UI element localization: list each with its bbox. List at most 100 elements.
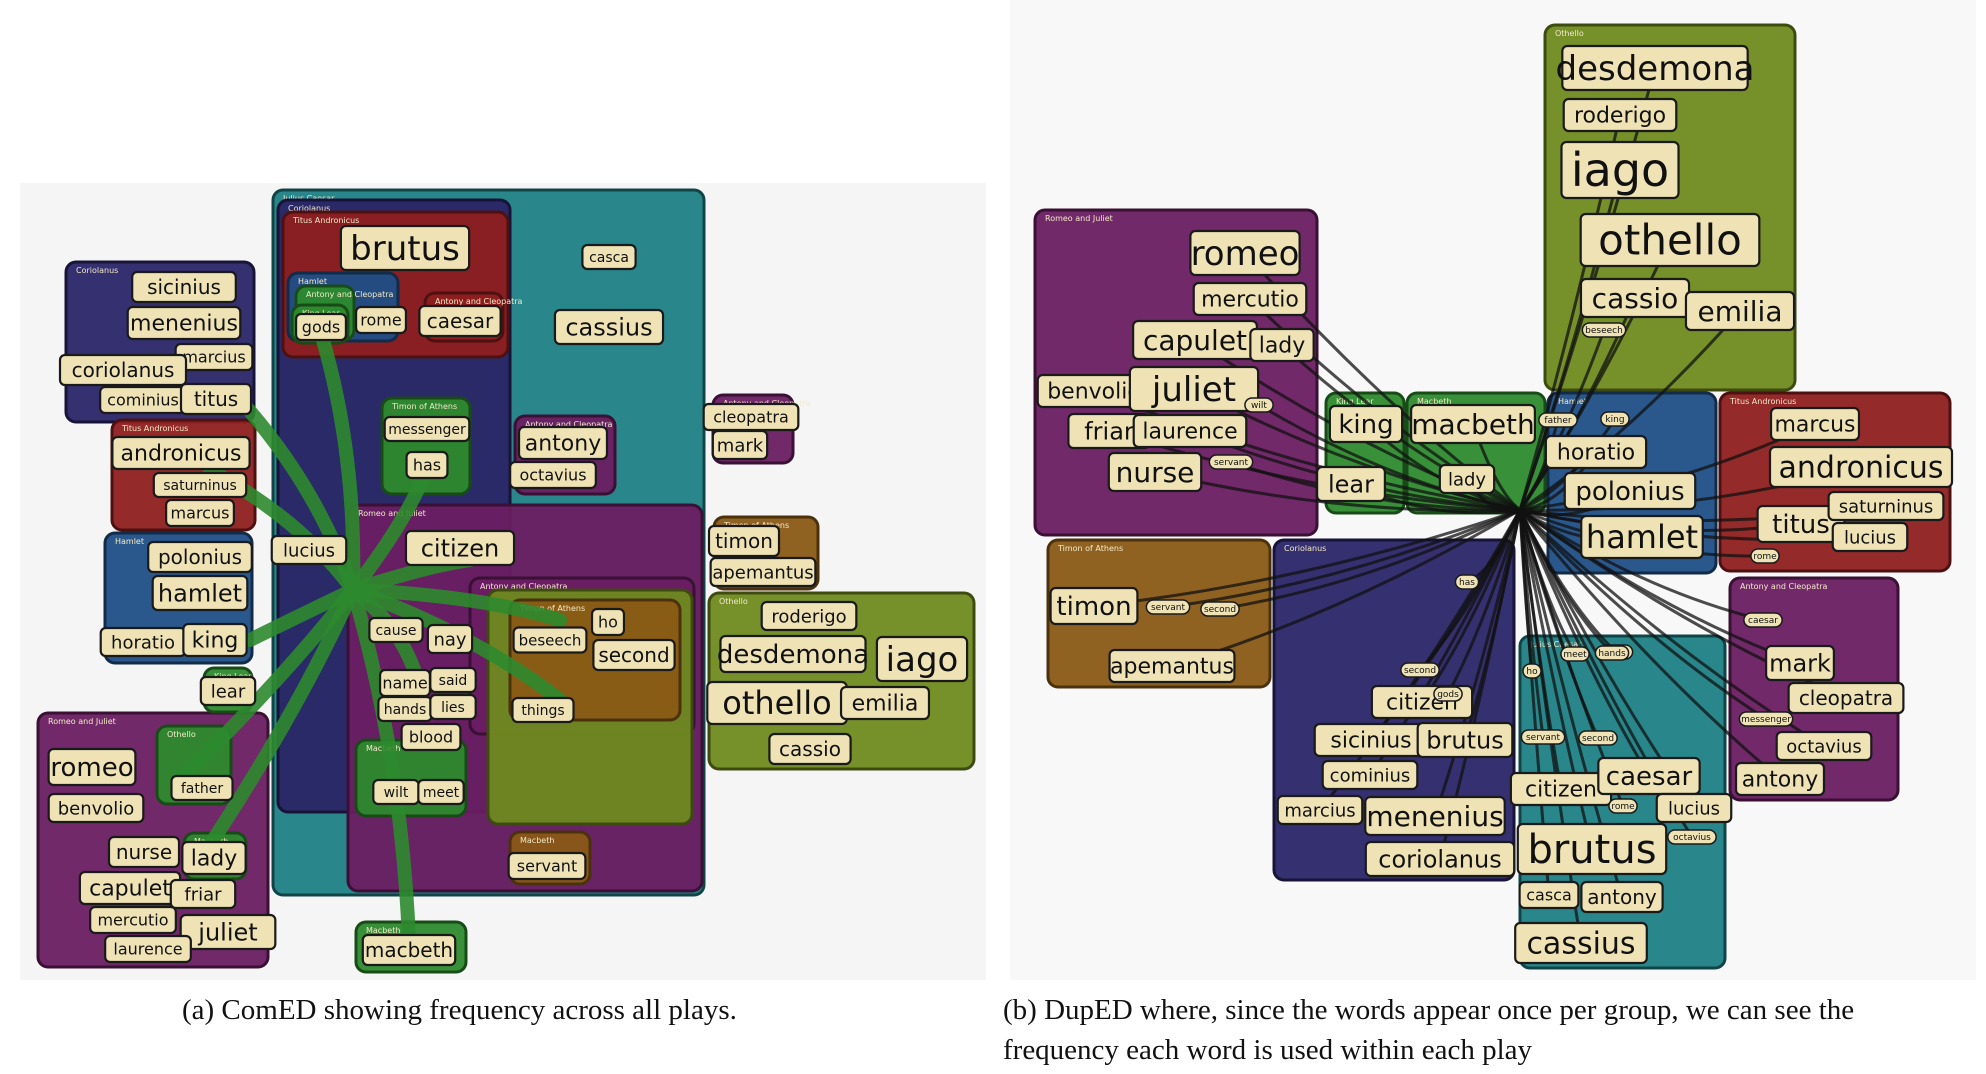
word-box — [170, 774, 234, 802]
word-box — [181, 840, 247, 876]
word-second: second — [1404, 666, 1436, 676]
word-box — [1145, 599, 1191, 615]
group-label: Antony and Cleopatra — [480, 582, 568, 591]
word-box — [1544, 434, 1648, 470]
word-hands: hands — [1598, 649, 1626, 659]
word-things: things — [521, 703, 564, 719]
word-box — [512, 626, 588, 654]
word-second: second — [1582, 734, 1614, 744]
word-hands: hands — [384, 702, 427, 718]
word-box — [1538, 412, 1578, 428]
word-box — [165, 498, 235, 528]
word-brutus: brutus — [1527, 827, 1656, 873]
word-brutus: brutus — [350, 229, 460, 269]
word-box — [1189, 229, 1301, 277]
word-box — [1364, 840, 1516, 878]
word-box — [1416, 721, 1514, 759]
word-box — [553, 308, 665, 346]
word-box — [1579, 212, 1761, 268]
word-desdemona: desdemona — [1555, 49, 1754, 89]
word-sicinius: sicinius — [1330, 729, 1411, 754]
word-andronicus: andronicus — [1779, 451, 1944, 486]
word-andronicus: andronicus — [121, 442, 242, 467]
group-label: Titus Andronicus — [1729, 397, 1796, 406]
word-box — [1580, 880, 1664, 914]
word-casca: casca — [589, 250, 629, 266]
word-coriolanus: coriolanus — [72, 358, 175, 382]
group-label: Othello — [1555, 29, 1584, 38]
word-horatio: horatio — [111, 632, 175, 653]
word-beseech: beseech — [1585, 326, 1623, 336]
word-gods: gods — [302, 318, 340, 337]
word-cassius: cassius — [1526, 927, 1635, 962]
word-meet: meet — [1563, 650, 1587, 660]
word-laurence: laurence — [113, 940, 182, 959]
word-box — [1107, 451, 1203, 493]
word-box — [58, 353, 188, 387]
word-box — [1433, 686, 1463, 702]
word-box — [47, 747, 137, 787]
word-mark: mark — [717, 435, 764, 456]
word-antony: antony — [1742, 768, 1818, 793]
group-label: Hamlet — [115, 537, 144, 546]
word-cleopatra: cleopatra — [713, 408, 789, 427]
word-has: has — [1459, 578, 1475, 588]
word-mark: mark — [1769, 649, 1831, 677]
word-connector — [1433, 509, 1522, 817]
word-box — [1438, 463, 1496, 495]
word-connector — [1519, 508, 1764, 622]
group-label: Antony and Cleopatra — [306, 290, 394, 299]
word-cassius: cassius — [565, 313, 652, 341]
group-label: Hamlet — [1558, 397, 1587, 406]
word-box — [151, 574, 249, 612]
word-beseech: beseech — [519, 631, 582, 649]
word-connector — [1518, 509, 1781, 781]
word-box — [581, 243, 637, 271]
word-box — [1108, 648, 1236, 684]
group-label: Timon of Athens — [1057, 544, 1123, 553]
word-macbeth: macbeth — [1411, 408, 1535, 441]
word-timon: timon — [1056, 592, 1131, 622]
word-connector — [1093, 508, 1521, 608]
word-benvolio: benvolio — [1047, 380, 1141, 405]
word-box — [592, 638, 676, 672]
word-connector — [1167, 508, 1521, 609]
word-octavius: octavius — [1786, 736, 1861, 757]
word-citizen: citizen — [421, 534, 500, 562]
caption-a: (a) ComED showing frequency across all p… — [182, 994, 737, 1026]
word-marcius: marcius — [182, 348, 245, 367]
word-lady: lady — [1259, 334, 1306, 359]
word-box — [1684, 290, 1796, 332]
word-lady: lady — [1448, 469, 1486, 490]
word-box — [509, 460, 597, 490]
word-box — [89, 905, 177, 935]
word-wilt: wilt — [1251, 401, 1267, 411]
word-box — [1316, 465, 1386, 503]
caption-b-line2: frequency each word is used within each … — [1003, 1034, 1533, 1066]
word-hamlet: hamlet — [158, 579, 242, 607]
word-lady: lady — [191, 847, 238, 872]
word-cause: cause — [375, 623, 416, 639]
group-label: Timon of Athens — [391, 402, 457, 411]
word-box — [1578, 730, 1618, 746]
word-connector — [1154, 470, 1521, 513]
word-father: father — [181, 781, 223, 797]
word-box — [1520, 729, 1566, 745]
word-menenius: menenius — [130, 312, 238, 337]
word-box — [875, 635, 969, 683]
word-box — [426, 623, 474, 655]
word-timon: timon — [715, 529, 773, 553]
word-marcus: marcus — [171, 504, 230, 523]
word-box — [199, 675, 257, 707]
word-connector — [1519, 310, 1742, 512]
word-box — [429, 666, 477, 694]
word-box — [1522, 663, 1542, 679]
word-box — [590, 607, 626, 637]
word-box — [368, 616, 424, 644]
word-mercutio: mercutio — [97, 911, 168, 930]
word-servant: servant — [1214, 458, 1248, 468]
word-box — [1561, 44, 1749, 92]
word-box — [107, 835, 181, 869]
word-box — [1208, 454, 1254, 470]
word-connector — [1093, 389, 1521, 512]
